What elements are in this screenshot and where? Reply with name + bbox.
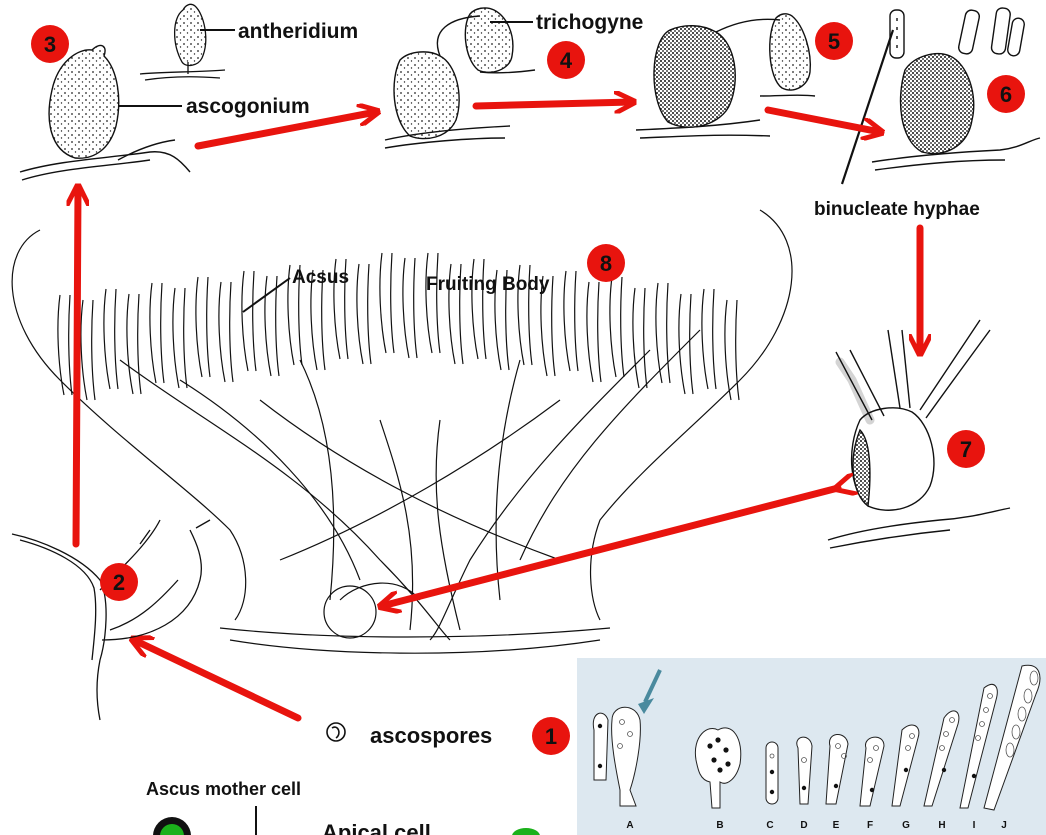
inset-letter-a: A xyxy=(626,820,633,831)
label-ascus-mother-cell: Ascus mother cell xyxy=(146,779,301,799)
inset-letter-e: E xyxy=(833,820,840,831)
inset-letter-h: H xyxy=(938,820,945,831)
ascus-development-inset: A B C D E F G H I J xyxy=(577,658,1046,835)
antheridium-drawing xyxy=(140,4,225,80)
cycle-arrows xyxy=(76,102,920,718)
stage-5-marker: 5 xyxy=(815,22,853,60)
binucleate-leader xyxy=(842,30,893,184)
svg-text:6: 6 xyxy=(1000,82,1012,107)
stage-5-drawing xyxy=(636,14,815,138)
label-acsus: Acsus xyxy=(292,267,349,288)
stage-1-marker: 1 xyxy=(532,717,570,755)
stage-2-marker: 2 xyxy=(100,563,138,601)
arrow-4-to-5 xyxy=(476,102,632,106)
stage-7-marker: 7 xyxy=(947,430,985,468)
label-antheridium: antheridium xyxy=(238,20,358,43)
label-ascogonium: ascogonium xyxy=(186,95,310,118)
label-ascospores: ascospores xyxy=(370,723,492,748)
inset-letter-c: C xyxy=(766,820,773,831)
ascospore-icon xyxy=(327,723,345,741)
label-apical-cell: Apical cell xyxy=(322,820,431,835)
stage-3-ascogonium-drawing xyxy=(20,45,190,180)
label-fruiting-body: Fruiting Body xyxy=(426,274,550,295)
inset-letter-b: B xyxy=(716,820,723,831)
svg-text:1: 1 xyxy=(545,724,557,749)
svg-text:7: 7 xyxy=(960,437,972,462)
apical-cell-green-icon xyxy=(512,828,540,835)
inset-letter-g: G xyxy=(902,820,910,831)
label-binucleate-hyphae: binucleate hyphae xyxy=(814,199,980,220)
stage-4-drawing xyxy=(385,8,535,148)
svg-text:8: 8 xyxy=(600,251,612,276)
stage-8-marker: 8 xyxy=(587,244,625,282)
inset-letter-j: J xyxy=(1001,820,1007,831)
stage-3-marker: 3 xyxy=(31,25,69,63)
svg-text:3: 3 xyxy=(44,32,56,57)
label-trichogyne: trichogyne xyxy=(536,11,643,34)
inset-letter-i: I xyxy=(973,820,976,831)
svg-text:2: 2 xyxy=(113,570,125,595)
svg-text:5: 5 xyxy=(828,29,840,54)
stage-2-mycelium-drawing xyxy=(12,520,210,720)
inset-letter-d: D xyxy=(800,820,807,831)
inset-letter-f: F xyxy=(867,820,873,831)
arrow-2-to-3 xyxy=(76,188,78,544)
stage-6-marker: 6 xyxy=(987,75,1025,113)
stage-4-marker: 4 xyxy=(547,41,585,79)
svg-text:4: 4 xyxy=(560,48,573,73)
arrow-7-to-8 xyxy=(382,488,838,606)
arrow-1-to-2 xyxy=(134,640,298,718)
